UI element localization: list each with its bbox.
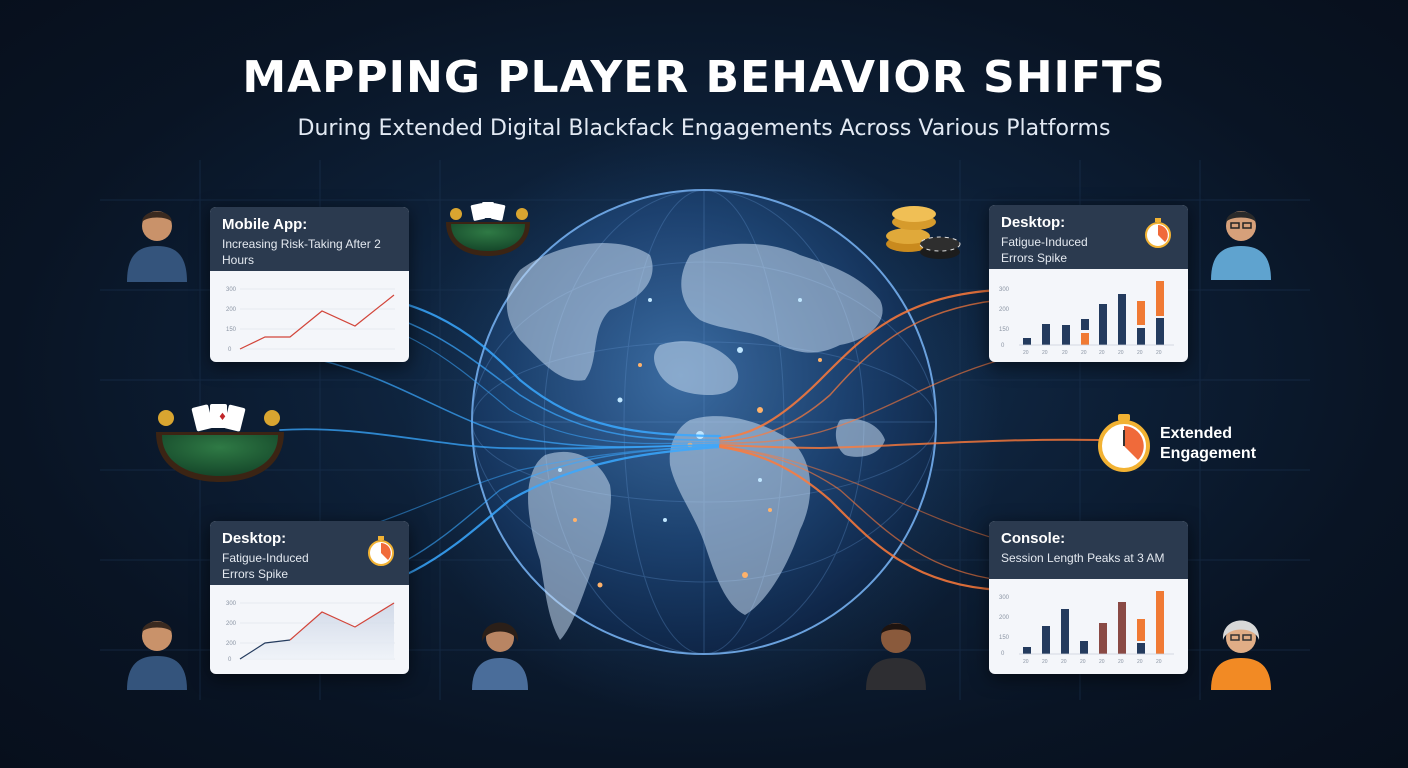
orange-data-streams: [718, 288, 1101, 592]
svg-text:20: 20: [1156, 659, 1162, 665]
card-header: Mobile App: Increasing Risk-Taking After…: [210, 207, 409, 271]
trend-line-segment: [239, 639, 291, 660]
desktop-right-card: Desktop: Fatigue-Induced Errors Spike 30…: [989, 205, 1188, 362]
y-tick: 150: [999, 635, 1010, 641]
card-chart: 300 200 150 0 20 20 20: [989, 579, 1188, 674]
y-tick: 0: [228, 347, 232, 353]
bar: [1081, 319, 1089, 330]
desktop-left-card: Desktop: Fatigue-Induced Errors Spike 30…: [210, 521, 409, 674]
bar: [1023, 647, 1031, 654]
card-title: Console:: [1001, 530, 1066, 547]
card-subtitle: Session Length Peaks at 3 AM: [1001, 551, 1165, 565]
blackjack-table-icon: [446, 202, 530, 256]
svg-text:20: 20: [1099, 659, 1105, 665]
bar: [1137, 643, 1145, 654]
y-tick: 0: [1001, 343, 1005, 349]
card-title: Desktop:: [222, 530, 287, 547]
legend-line-1: Extended: [1160, 425, 1233, 442]
card-header: Desktop: Fatigue-Induced Errors Spike: [989, 205, 1188, 269]
bar: [1118, 294, 1126, 345]
bar: [1099, 304, 1107, 345]
mobile-app-card: Mobile App: Increasing Risk-Taking After…: [210, 207, 409, 362]
bar: [1137, 619, 1145, 641]
stopwatch-icon: [368, 536, 394, 566]
svg-text:♦: ♦: [218, 412, 227, 423]
extended-engagement-label: Extended Engagement: [1160, 424, 1256, 464]
svg-text:20: 20: [1099, 350, 1105, 356]
card-title: Mobile App:: [222, 216, 308, 233]
card-chart: 300 200 200 0: [210, 585, 409, 674]
svg-text:20: 20: [1080, 659, 1086, 665]
y-tick: 0: [1001, 651, 1005, 657]
page-subtitle: During Extended Digital Blackfack Engage…: [297, 116, 1111, 141]
person-icon: [127, 211, 187, 282]
card-chart: 300 200 150 0: [210, 271, 409, 362]
svg-text:20: 20: [1118, 659, 1124, 665]
legend-line-2: Engagement: [1160, 445, 1257, 462]
person-icon: [1211, 211, 1271, 280]
svg-text:20: 20: [1137, 350, 1143, 356]
svg-text:20: 20: [1042, 659, 1048, 665]
card-subtitle: Fatigue-Induced Errors Spike: [222, 551, 309, 581]
poker-chips-icon: [886, 206, 961, 259]
card-chart: 300 200 150 0 20 20 20: [989, 269, 1188, 362]
trend-line: [239, 294, 395, 350]
bar: [1042, 626, 1050, 654]
y-tick: 0: [228, 657, 232, 663]
y-tick: 150: [999, 327, 1010, 333]
card-subtitle: Increasing Risk-Taking After 2 Hours: [222, 237, 381, 267]
bar: [1061, 609, 1069, 654]
stopwatch-icon: [1145, 218, 1171, 248]
y-tick: 200: [226, 307, 237, 313]
y-tick: 300: [999, 287, 1010, 293]
y-tick: 200: [999, 307, 1010, 313]
y-tick: 200: [226, 621, 237, 627]
y-tick: 200: [226, 641, 237, 647]
bar: [1137, 328, 1145, 345]
card-title: Desktop:: [1001, 214, 1066, 231]
console-card: Console: Session Length Peaks at 3 AM 30…: [989, 521, 1188, 674]
blackjack-table-icon: ♦: [156, 404, 284, 482]
bar: [1081, 333, 1089, 345]
trend-line-segment: [289, 602, 395, 641]
card-header: Desktop: Fatigue-Induced Errors Spike: [210, 521, 409, 585]
svg-text:20: 20: [1156, 350, 1162, 356]
bar: [1137, 301, 1145, 325]
svg-text:20: 20: [1118, 350, 1124, 356]
person-icon: [472, 622, 528, 690]
person-icon: [866, 623, 926, 690]
bar: [1080, 641, 1088, 654]
y-tick: 300: [226, 601, 237, 607]
bar: [1099, 623, 1107, 654]
svg-text:20: 20: [1023, 659, 1029, 665]
card-subtitle: Fatigue-Induced Errors Spike: [1001, 235, 1088, 265]
stopwatch-icon: [1098, 414, 1150, 472]
svg-text:20: 20: [1081, 350, 1087, 356]
y-tick: 150: [226, 327, 237, 333]
bar: [1118, 602, 1126, 654]
globe-icon: [471, 189, 937, 655]
bar: [1023, 338, 1031, 345]
person-icon: [127, 621, 187, 690]
bar: [1062, 325, 1070, 345]
svg-text:20: 20: [1062, 350, 1068, 356]
svg-text:20: 20: [1137, 659, 1143, 665]
svg-text:20: 20: [1061, 659, 1067, 665]
y-tick: 200: [999, 615, 1010, 621]
bar: [1042, 324, 1050, 345]
page-title: MAPPING PLAYER BEHAVIOR SHIFTS: [242, 52, 1166, 103]
card-header: Console: Session Length Peaks at 3 AM: [989, 521, 1188, 579]
y-tick: 300: [999, 595, 1010, 601]
y-tick: 300: [226, 287, 237, 293]
bar: [1156, 318, 1164, 345]
bar: [1156, 591, 1164, 654]
person-icon: [1211, 620, 1271, 690]
svg-text:20: 20: [1023, 350, 1029, 356]
svg-text:20: 20: [1042, 350, 1048, 356]
bar: [1156, 281, 1164, 316]
